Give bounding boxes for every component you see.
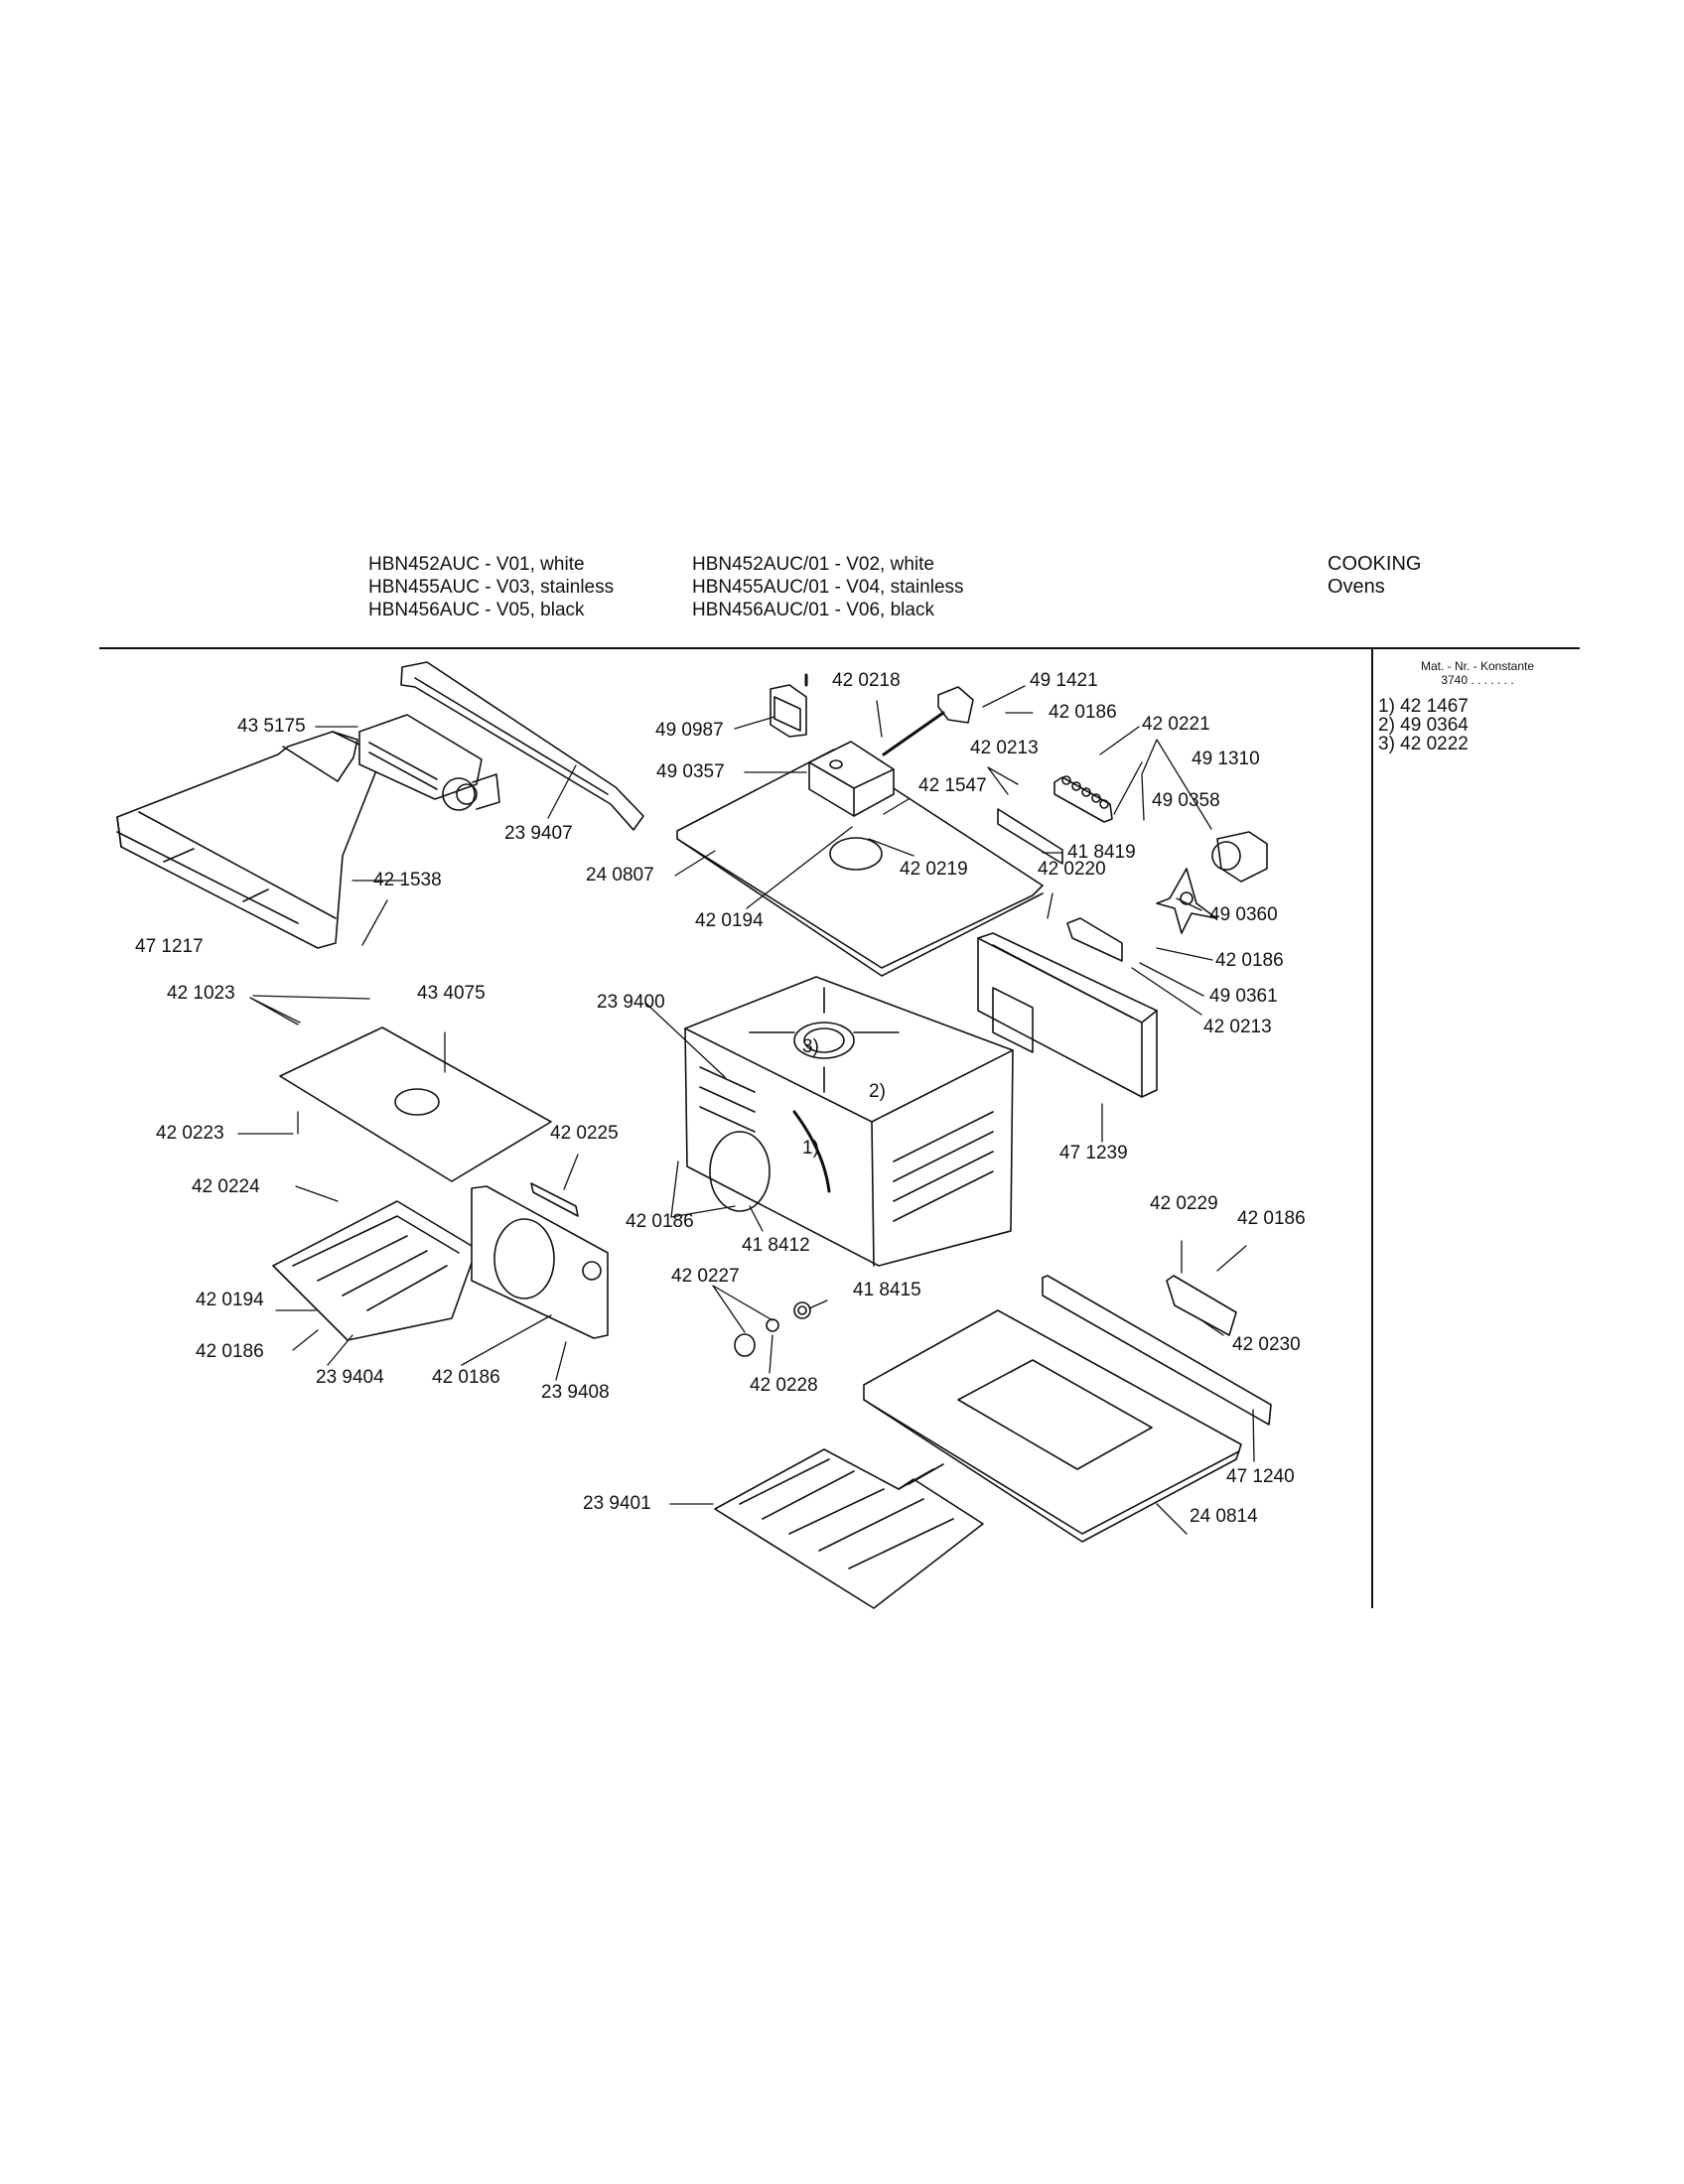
side-panel: Mat. - Nr. - Konstante 3740 . . . . . . … [1378,659,1577,753]
convection-heater-part [273,1183,608,1340]
callout-42-0220: 42 0220 [1038,859,1106,880]
callout-42-0213: 42 0213 [970,738,1039,758]
callout-42-0223: 42 0223 [156,1123,224,1144]
callout-49-1421: 49 1421 [1030,670,1098,691]
category-title: COOKING [1328,553,1422,575]
callout-41-8419: 41 8419 [1067,842,1136,863]
callout-42-0228: 42 0228 [750,1375,818,1396]
callout-42-0229: 42 0229 [1150,1193,1218,1214]
callout-23-9400: 23 9400 [597,992,665,1013]
callout-23-9408: 23 9408 [541,1382,610,1403]
category-block: COOKING Ovens [1328,553,1421,599]
model-line: HBN452AUC - V01, white [368,554,585,575]
callout-42-0218: 42 0218 [832,670,901,691]
leader-lines [238,686,1254,1534]
transformer-part [771,675,806,737]
thermostat-part [884,687,973,754]
callout-42-0225: 42 0225 [550,1123,619,1144]
rear-panel-part [978,918,1157,1097]
callout-42-0213: 42 0213 [1203,1017,1272,1037]
callout-23-9404: 23 9404 [316,1367,384,1388]
model-line: HBN455AUC - V03, stainless [368,577,615,598]
oven-cavity-part [685,977,1013,1266]
callout-49-0360: 49 0360 [1209,904,1278,925]
callout-43-5175: 43 5175 [237,716,306,737]
model-line: HBN452AUC/01 - V02, white [692,554,934,575]
blower-fan-part [359,715,499,810]
callout-42-0186: 42 0186 [626,1211,694,1232]
model-line: HBN456AUC/01 - V06, black [692,600,934,620]
callout-42-0221: 42 0221 [1142,714,1210,735]
callout-42-0219: 42 0219 [900,859,968,880]
callout-42-0186: 42 0186 [1237,1208,1306,1229]
terminal-block-part [1054,776,1112,822]
bar-part [401,662,643,830]
callout-42-0186: 42 0186 [1049,702,1117,723]
callout-42-0230: 42 0230 [1232,1334,1301,1355]
callout-49-0987: 49 0987 [655,720,724,741]
header-divider [99,647,1580,649]
subcategory-title: Ovens [1328,576,1385,598]
rail-part [1043,1276,1271,1425]
callout-49-0357: 49 0357 [656,761,725,782]
control-box-part [809,742,894,816]
footnote: 2) 49 0364 [1378,715,1469,736]
callout-note-3: 3) [802,1036,819,1057]
side-panel-divider [1371,649,1373,1608]
footnote: 1) 42 1467 [1378,696,1469,717]
side-panel-constant: 3740 . . . . . . . [1441,673,1514,687]
callout-42-1547: 42 1547 [918,775,987,796]
callout-24-0814: 24 0814 [1190,1506,1258,1527]
bottom-tray-part [864,1310,1241,1542]
callout-49-0361: 49 0361 [1209,986,1278,1007]
insulation-mat-part [280,1027,551,1181]
bracket-part [998,809,1062,864]
callout-24-0807: 24 0807 [586,865,654,886]
callout-42-0194: 42 0194 [196,1290,264,1310]
callout-42-0227: 42 0227 [671,1266,740,1287]
callout-47-1239: 47 1239 [1059,1143,1128,1163]
callout-42-0194: 42 0194 [695,910,764,931]
callout-note-2: 2) [869,1081,886,1102]
side-panel-title: Mat. - Nr. - Konstante [1420,659,1535,673]
callout-43-4075: 43 4075 [417,983,486,1004]
callout-42-1023: 42 1023 [167,983,235,1004]
bottom-heater-part [715,1449,983,1608]
callout-42-0186: 42 0186 [196,1341,264,1362]
callout-23-9401: 23 9401 [583,1493,651,1514]
callout-49-0358: 49 0358 [1152,790,1220,811]
callout-23-9407: 23 9407 [504,823,573,844]
callout-47-1217: 47 1217 [135,936,204,957]
callout-41-8412: 41 8412 [742,1235,810,1256]
callout-41-8415: 41 8415 [853,1280,921,1300]
callout-42-0224: 42 0224 [192,1176,260,1197]
top-cover-part [117,732,382,948]
model-line: HBN456AUC - V05, black [368,600,585,620]
fan-motor-part [1157,832,1267,933]
callout-note-1: 1) [802,1138,819,1159]
callout-42-0186: 42 0186 [432,1367,500,1388]
model-list-left: HBN452AUC - V01, white HBN455AUC - V03, … [368,553,614,621]
callout-42-0186: 42 0186 [1215,950,1284,971]
footnote: 3) 42 0222 [1378,734,1469,754]
knob-parts [735,1302,810,1356]
callout-49-1310: 49 1310 [1192,749,1260,769]
model-line: HBN455AUC/01 - V04, stainless [692,577,964,598]
callout-47-1240: 47 1240 [1226,1466,1295,1487]
model-list-right: HBN452AUC/01 - V02, white HBN455AUC/01 -… [692,553,964,621]
callout-42-1538: 42 1538 [373,870,442,890]
